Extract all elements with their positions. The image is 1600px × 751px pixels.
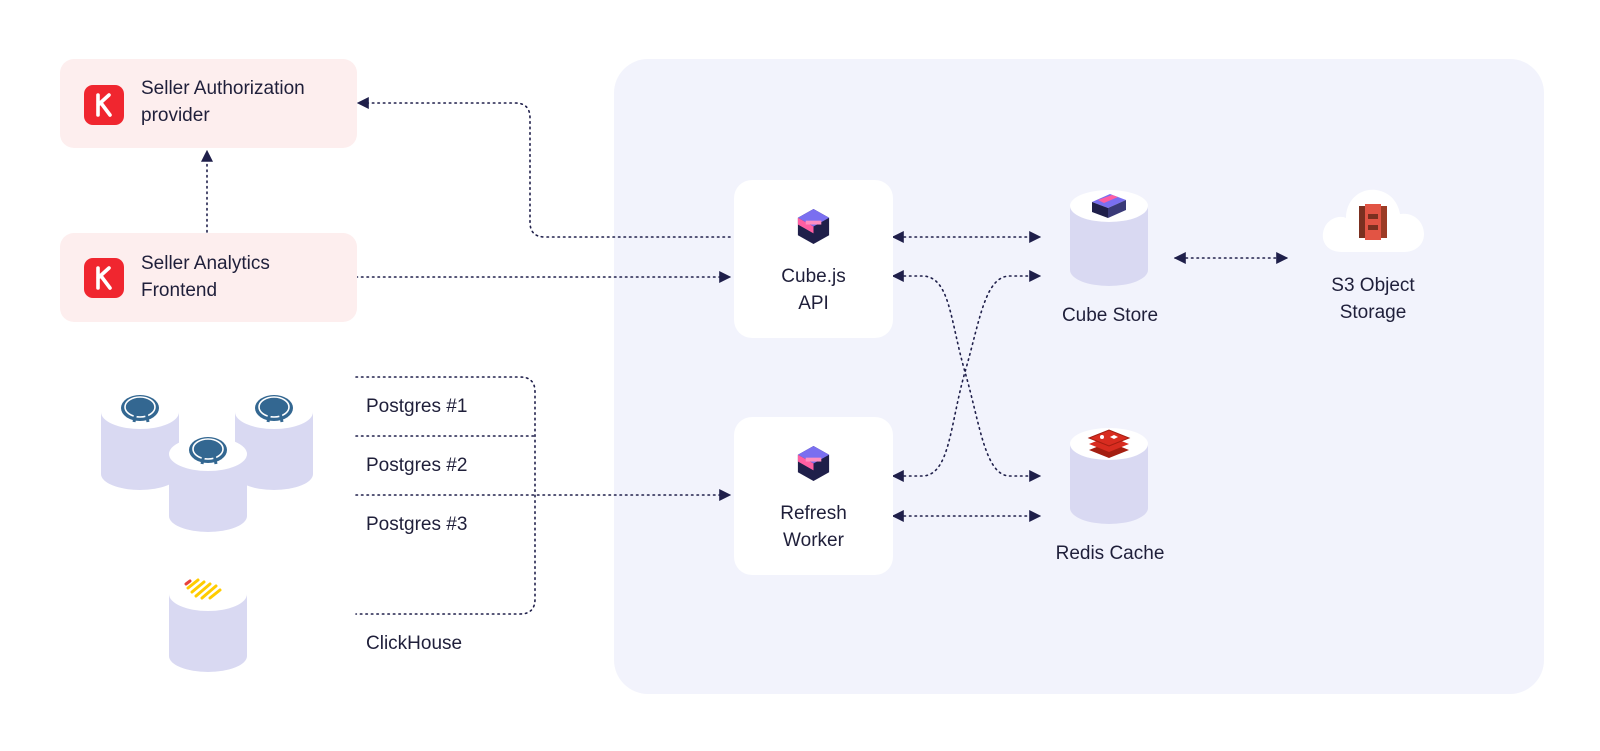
postgres-cylinder-1: [101, 395, 179, 490]
auth-provider-label: Seller Authorization provider: [141, 75, 305, 129]
analytics-frontend-label-line1: Seller Analytics: [141, 253, 270, 274]
cube-store-label: Cube Store: [1061, 305, 1159, 326]
cubejs-api-label-line1: Cube.js: [781, 266, 846, 287]
postgres-icon: [121, 395, 159, 423]
clickhouse-cylinder: [169, 577, 247, 672]
auth-provider-box: Seller Authorization provider: [60, 59, 357, 148]
s3-storage-label-line1: S3 Object: [1331, 275, 1415, 296]
redis-icon: [1087, 429, 1131, 458]
postgres-icon: [255, 395, 293, 423]
redis-cache-cylinder: [1070, 428, 1148, 524]
s3-storage-label: S3 Object Storage: [1300, 272, 1446, 326]
source-label-postgres-2: Postgres #2: [366, 455, 468, 476]
refresh-worker-label-line1: Refresh: [780, 503, 847, 524]
cube-store-cylinder: [1070, 190, 1148, 286]
source-label-clickhouse: ClickHouse: [366, 633, 463, 654]
analytics-frontend-box: Seller Analytics Frontend: [60, 233, 357, 322]
postgres-cylinder-3: [169, 437, 247, 532]
analytics-frontend-label-line2: Frontend: [141, 280, 218, 301]
analytics-frontend-label: Seller Analytics Frontend: [141, 250, 270, 304]
k-logo-icon: [84, 85, 124, 125]
k-logo-icon: [84, 258, 124, 298]
cube-store-icon: [1092, 194, 1126, 218]
clickhouse-icon: [184, 578, 222, 600]
cloud-panel: [614, 59, 1544, 694]
edge-api-to-auth: [356, 97, 731, 238]
s3-storage-label-line2: Storage: [1339, 302, 1407, 323]
source-label-postgres-1: Postgres #1: [366, 396, 468, 417]
auth-provider-label-line1: Seller Authorization: [141, 78, 305, 99]
cubejs-logo-icon: [797, 208, 830, 245]
postgres-icon: [189, 437, 227, 465]
cubejs-api-label-line2: API: [798, 293, 829, 314]
cubejs-logo-icon: [797, 445, 830, 482]
redis-cache-label: Redis Cache: [1055, 543, 1165, 564]
cloud-icon: [1322, 189, 1424, 252]
auth-provider-label-line2: provider: [141, 105, 210, 126]
refresh-worker-label-line2: Worker: [783, 530, 844, 551]
aws-s3-icon: [1359, 204, 1387, 240]
refresh-worker-card: Refresh Worker: [734, 417, 893, 575]
cubejs-api-label: Cube.js API: [734, 263, 893, 317]
source-bracket: [355, 376, 536, 615]
source-label-postgres-3: Postgres #3: [366, 514, 468, 535]
cubejs-api-card: Cube.js API: [734, 180, 893, 338]
postgres-cylinder-2: [235, 395, 313, 490]
edge-api-redis: [891, 270, 1042, 482]
refresh-worker-label: Refresh Worker: [734, 500, 893, 554]
